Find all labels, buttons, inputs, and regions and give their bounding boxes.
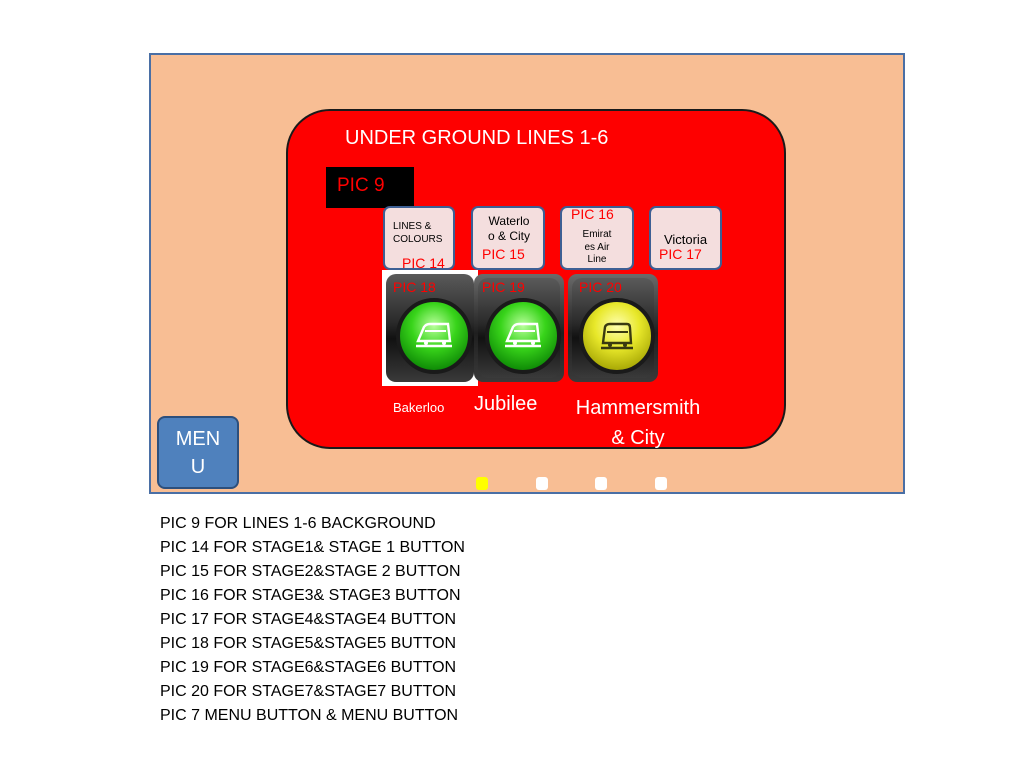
pager-dot-1[interactable] <box>476 477 488 490</box>
stage3-button[interactable]: Emirat es Air Line <box>560 206 634 270</box>
stage4-pic-label: PIC 17 <box>659 246 702 262</box>
yellow-light-icon <box>579 298 655 374</box>
light-housing <box>478 278 561 378</box>
note-line: PIC 20 FOR STAGE7&STAGE7 BUTTON <box>160 683 457 700</box>
stage6-light-button[interactable] <box>474 274 564 382</box>
notes-list: PIC 9 FOR LINES 1-6 BACKGROUND PIC 14 FO… <box>160 512 465 728</box>
stage5-light-button[interactable] <box>382 270 478 386</box>
line-name-jubilee: Jubilee <box>474 393 538 415</box>
light-housing <box>386 274 474 382</box>
stage7-light-button[interactable] <box>568 274 658 382</box>
note-line: PIC 17 FOR STAGE4&STAGE4 BUTTON <box>160 611 457 628</box>
stage1-button-label: LINES & COLOURS <box>393 221 443 245</box>
stage7-pic-label: PIC 20 <box>579 279 622 295</box>
note-line: PIC 9 FOR LINES 1-6 BACKGROUND <box>160 515 436 532</box>
page-title: UNDER GROUND LINES 1-6 <box>345 127 609 149</box>
pager-dot-4[interactable] <box>655 477 667 490</box>
menu-button[interactable]: MEN U <box>157 416 239 489</box>
green-light-icon <box>396 298 472 374</box>
stage2-button-label: Waterlo o & City <box>487 214 530 243</box>
note-line: PIC 15 FOR STAGE2&STAGE 2 BUTTON <box>160 563 461 580</box>
stage3-pic-label: PIC 16 <box>571 206 614 222</box>
line-name-hammersmith: Hammersmith & City <box>575 397 701 449</box>
stage1-button[interactable]: LINES & COLOURS <box>383 206 455 270</box>
note-line: PIC 7 MENU BUTTON & MENU BUTTON <box>160 707 459 724</box>
menu-button-label: MEN U <box>175 428 221 478</box>
stage5-pic-label: PIC 18 <box>393 279 436 295</box>
stage3-button-label: Emirat es Air Line <box>582 229 612 265</box>
stage4-button[interactable]: Victoria <box>649 206 722 270</box>
light-housing <box>572 278 655 378</box>
line-name-bakerloo: Bakerloo <box>393 400 445 415</box>
pager-dot-2[interactable] <box>536 477 548 490</box>
note-line: PIC 14 FOR STAGE1& STAGE 1 BUTTON <box>160 539 465 556</box>
train-icon <box>505 322 541 348</box>
stage6-pic-label: PIC 19 <box>482 279 525 295</box>
stage4-button-label: Victoria <box>663 232 708 247</box>
stage1-pic-label: PIC 14 <box>402 255 445 271</box>
note-line: PIC 19 FOR STAGE6&STAGE6 BUTTON <box>160 659 457 676</box>
train-icon <box>416 322 452 348</box>
note-line: PIC 18 FOR STAGE5&STAGE5 BUTTON <box>160 635 457 652</box>
pic9-placeholder: PIC 9 <box>326 167 414 208</box>
pager-dot-3[interactable] <box>595 477 607 490</box>
stage2-button[interactable]: Waterlo o & City <box>471 206 545 270</box>
train-icon <box>601 322 633 350</box>
stage2-pic-label: PIC 15 <box>482 246 525 262</box>
green-light-icon <box>485 298 561 374</box>
note-line: PIC 16 FOR STAGE3& STAGE3 BUTTON <box>160 587 461 604</box>
